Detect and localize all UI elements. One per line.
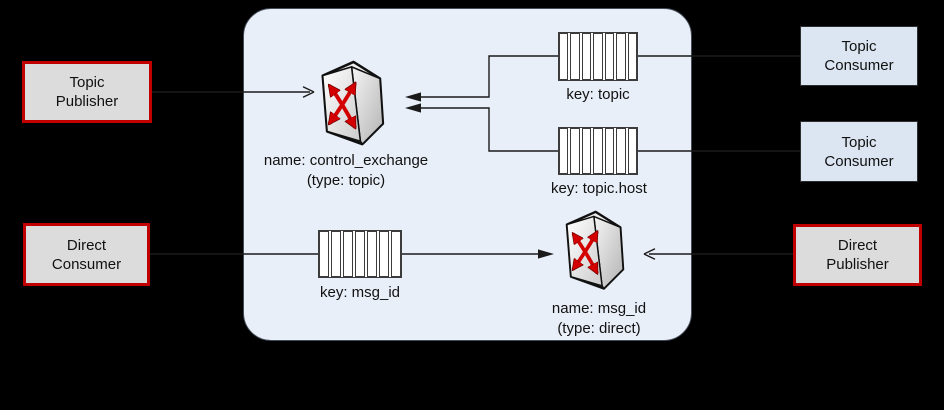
queue-cell (627, 33, 637, 80)
direct-exchange-icon (565, 210, 630, 294)
topic-consumer-2-label-line2: Consumer (824, 152, 894, 170)
queue-topic-host-label: key: topic.host (551, 180, 647, 197)
direct-publisher-label-line1: Direct (837, 237, 878, 254)
control-exchange-type: (type: topic) (306, 172, 386, 189)
direct-publisher-label-line2: Publisher (826, 256, 889, 273)
queue-cell (391, 231, 401, 277)
queue-cell (604, 33, 615, 80)
control-exchange-icon (321, 60, 390, 150)
direct-consumer-label-line2: Consumer (51, 255, 122, 273)
queue-cell (593, 33, 603, 80)
queue-topic-icon (558, 32, 638, 81)
queue-cell (379, 231, 389, 277)
queue-cell (581, 33, 592, 80)
direct-exchange-type: (type: direct) (557, 320, 641, 337)
control-exchange-label: name: control_exchange (type: topic) (264, 151, 428, 191)
direct-consumer-box: Direct Consumer (23, 223, 150, 286)
queue-cell (367, 231, 377, 277)
topic-consumer-1-label-line1: Topic (841, 38, 877, 55)
queue-cell (604, 128, 615, 174)
queue-cell (570, 33, 580, 80)
queue-cell (627, 128, 637, 174)
queue-topic-host-icon (558, 127, 638, 175)
topic-publisher-box: Topic Publisher (22, 61, 152, 123)
queue-cell (331, 231, 341, 277)
queue-cell (355, 231, 365, 277)
topic-consumer-2-box: Topic Consumer (800, 121, 918, 182)
queue-cell (319, 231, 329, 277)
queue-cell (559, 33, 569, 80)
queue-topic-label: key: topic (566, 86, 630, 103)
topic-consumer-1-box: Topic Consumer (800, 26, 918, 86)
queue-cell (343, 231, 353, 277)
queue-cell (593, 128, 603, 174)
control-exchange-name: name: control_exchange (263, 152, 429, 169)
direct-exchange-name: name: msg_id (551, 300, 647, 317)
topic-publisher-label-line1: Topic (69, 74, 105, 91)
queue-cell (581, 128, 592, 174)
topic-consumer-1-label-line2: Consumer (824, 57, 894, 74)
queue-cell (616, 128, 626, 174)
queue-msg-id-label: key: msg_id (319, 284, 401, 301)
direct-exchange-label: name: msg_id (type: direct) (552, 299, 646, 339)
direct-publisher-box: Direct Publisher (793, 224, 922, 286)
queue-msg-id-icon (318, 230, 402, 278)
direct-consumer-label-line1: Direct (66, 236, 107, 254)
topic-consumer-2-label-line1: Topic (841, 133, 877, 151)
queue-cell (616, 33, 626, 80)
queue-cell (570, 128, 580, 174)
topic-publisher-label-line2: Publisher (55, 93, 119, 110)
queue-cell (559, 128, 569, 174)
